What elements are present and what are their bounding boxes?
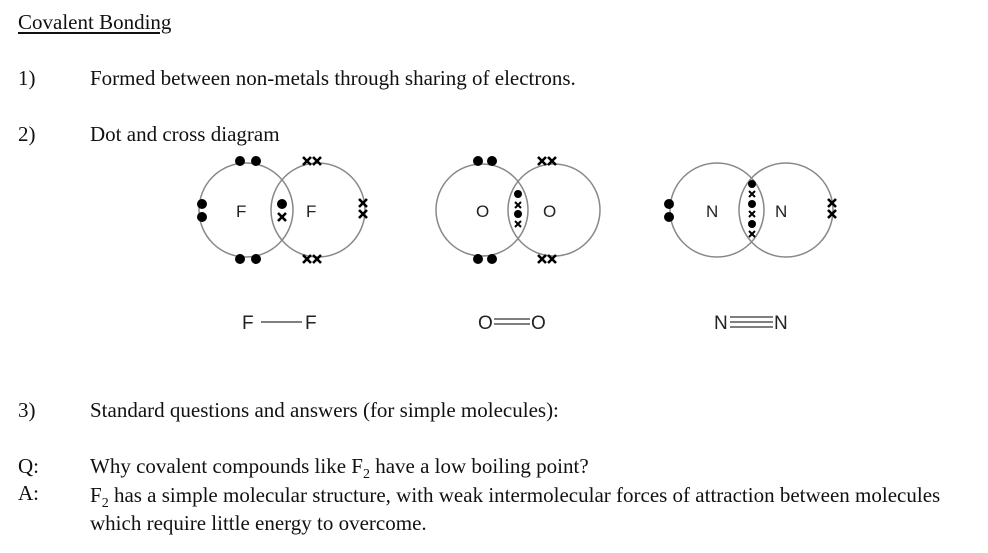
o2-left-atom-label: O [476,202,489,221]
dot-and-cross-diagrams: F F O O [197,156,837,334]
n2-formula-left: N [714,313,728,334]
o2-right-crosses [537,156,557,264]
f2-left-dots [197,156,261,264]
point-1-number: 1) [18,66,36,90]
n2-left-atom-label: N [706,202,718,221]
answer-label: A: [18,481,39,505]
n2-shared-electrons [748,180,756,238]
question-text-post: have a low boiling point? [369,454,589,478]
f2-diagram: F F [197,156,368,264]
f2-formula-right: F [305,313,317,334]
o2-shared-electrons [514,190,522,228]
n2-left-dots [664,199,674,222]
question-label: Q: [18,454,39,478]
o2-structural-formula: O O [478,313,546,334]
f2-left-atom-label: F [236,202,246,221]
f2-right-atom-label: F [306,202,316,221]
point-2-number: 2) [18,122,36,146]
n2-right-shell [738,162,834,258]
n2-formula-right: N [774,313,788,334]
f2-shared-pair [277,199,287,222]
n2-right-atom-label: N [775,202,787,221]
answer-text-post: has a simple molecular structure, with w… [90,483,941,535]
o2-formula-left: O [478,313,493,334]
question-subscript: 2 [362,467,370,483]
f2-right-shell [270,162,366,258]
page-title: Covalent Bonding [18,10,172,34]
question-text: Why covalent compounds like F2 have a lo… [90,454,589,483]
o2-formula-right: O [531,313,546,334]
o2-diagram: O O [435,156,601,264]
f2-right-crosses [302,156,368,264]
f2-left-shell [198,162,294,258]
answer-text-pre: F [90,483,102,507]
question-text-pre: Why covalent compounds like F [90,454,363,478]
f2-structural-formula: F F [242,313,317,334]
answer-text: F2 has a simple molecular structure, wit… [90,481,970,537]
point-3-number: 3) [18,398,36,422]
o2-left-dots [473,156,497,264]
n2-diagram: N N [664,162,837,258]
double-bond [494,318,530,325]
point-2-text: Dot and cross diagram [90,122,280,146]
n2-right-crosses [827,198,837,219]
point-1-text: Formed between non-metals through sharin… [90,66,576,90]
point-3-text: Standard questions and answers (for simp… [90,398,559,422]
n2-left-shell [669,162,765,258]
n2-structural-formula: N N [714,313,788,334]
o2-right-atom-label: O [543,202,556,221]
f2-formula-left: F [242,313,254,334]
answer-subscript: 2 [101,496,109,512]
triple-bond [730,316,773,328]
